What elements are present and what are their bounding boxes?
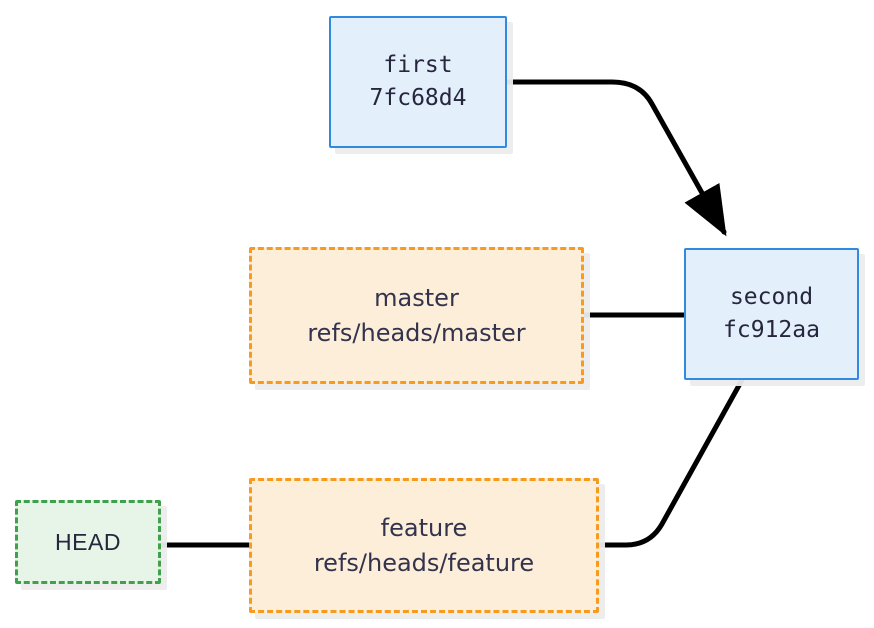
ref-path: refs/heads/feature	[313, 548, 535, 577]
ref-node-master[interactable]: master refs/heads/master	[249, 247, 584, 384]
ref-node-feature[interactable]: feature refs/heads/feature	[249, 478, 599, 613]
edge-feature-to-second	[596, 377, 745, 548]
commit-node-second[interactable]: second fc912aa	[684, 248, 859, 380]
commit-label: first	[383, 52, 453, 79]
commit-hash: 7fc68d4	[369, 85, 467, 111]
ref-label: master	[374, 283, 459, 312]
ref-label: feature	[380, 513, 468, 542]
head-node[interactable]: HEAD	[15, 500, 161, 584]
ref-path: refs/heads/master	[307, 318, 526, 347]
commit-label: second	[729, 284, 814, 311]
edge-first-to-second	[504, 79, 727, 237]
commit-hash: fc912aa	[723, 317, 820, 343]
head-label: HEAD	[55, 528, 121, 555]
commit-node-first[interactable]: first 7fc68d4	[329, 16, 507, 148]
